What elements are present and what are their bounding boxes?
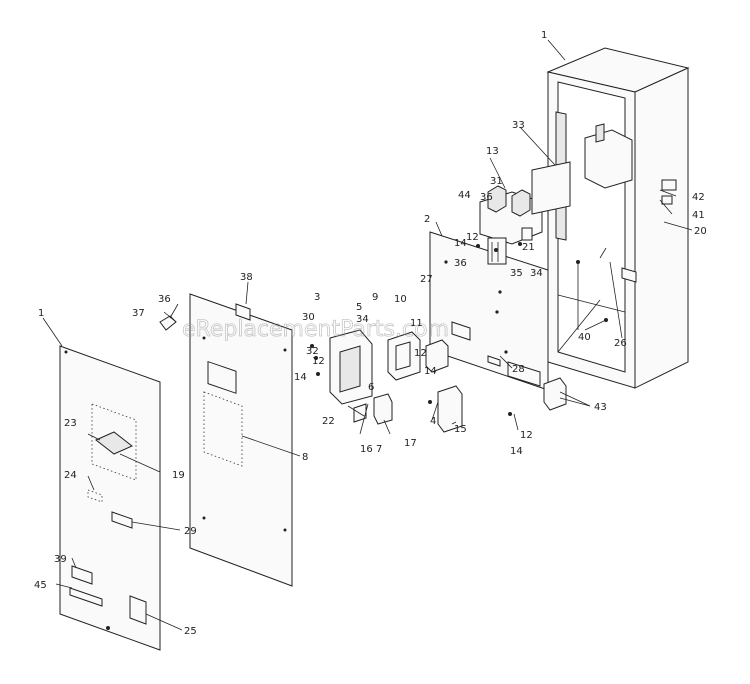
callout-45: 45 [34, 580, 47, 591]
callout-21: 21 [522, 242, 535, 253]
leader-lines [42, 39, 693, 631]
callout-23: 23 [64, 418, 77, 429]
watermark-text: eReplacementParts.com [182, 317, 449, 342]
callout-9: 9 [372, 292, 378, 303]
callout-30: 30 [302, 312, 315, 323]
callout-32: 32 [306, 346, 319, 357]
callout-12-mid: 12 [414, 348, 427, 359]
callout-24: 24 [64, 470, 77, 481]
callout-12-left: 12 [312, 356, 325, 367]
callout-7: 7 [376, 444, 382, 455]
callout-42: 42 [692, 192, 705, 203]
callout-5: 5 [356, 302, 362, 313]
callout-25: 25 [184, 626, 197, 637]
callout-10: 10 [394, 294, 407, 305]
callout-41: 41 [692, 210, 705, 221]
callout-44: 44 [458, 190, 471, 201]
callout-6: 6 [368, 382, 374, 393]
callout-1-door: 1 [38, 308, 44, 319]
callout-36-left: 36 [158, 294, 171, 305]
contactor-assembly [479, 161, 571, 265]
callout-26: 26 [614, 338, 627, 349]
callout-28: 28 [512, 364, 525, 375]
callout-27: 27 [420, 274, 433, 285]
callout-36-top: 36 [480, 192, 493, 203]
breaker-components [310, 242, 567, 433]
callout-14-bottom: 14 [510, 446, 523, 457]
inner-dead-front-panel [189, 293, 293, 587]
callout-34-left: 34 [356, 314, 369, 325]
callout-3: 3 [314, 292, 320, 303]
enclosure-box [546, 47, 690, 389]
callout-17: 17 [404, 438, 417, 449]
callout-40: 40 [578, 332, 591, 343]
callout-35: 35 [510, 268, 523, 279]
callout-34-right: 34 [530, 268, 543, 279]
callout-12-top: 12 [466, 232, 479, 243]
callout-15: 15 [454, 424, 467, 435]
callout-4: 4 [430, 416, 436, 427]
callout-14-top: 14 [454, 238, 467, 249]
callout-12-bottom: 12 [520, 430, 533, 441]
callout-20: 20 [694, 226, 707, 237]
callout-14-left: 14 [294, 372, 307, 383]
callout-31: 31 [490, 176, 503, 187]
callout-labels: 1 1 2 3 4 5 6 7 8 9 10 11 12 12 12 12 13… [34, 30, 707, 637]
callout-14-mid: 14 [424, 366, 437, 377]
front-door-panel [59, 315, 177, 651]
callout-16: 16 [360, 444, 373, 455]
callout-13: 13 [486, 146, 499, 157]
callout-22: 22 [322, 416, 335, 427]
callout-43: 43 [594, 402, 607, 413]
callout-37: 37 [132, 308, 145, 319]
mounting-plate [429, 231, 549, 391]
callout-29: 29 [184, 526, 197, 537]
callout-2: 2 [424, 214, 430, 225]
callout-33: 33 [512, 120, 525, 131]
callout-1-enclosure: 1 [541, 30, 547, 41]
callout-38: 38 [240, 272, 253, 283]
callout-39: 39 [54, 554, 67, 565]
callout-19: 19 [172, 470, 185, 481]
callout-11: 11 [410, 318, 423, 329]
callout-36-mid: 36 [454, 258, 467, 269]
callout-8: 8 [302, 452, 308, 463]
